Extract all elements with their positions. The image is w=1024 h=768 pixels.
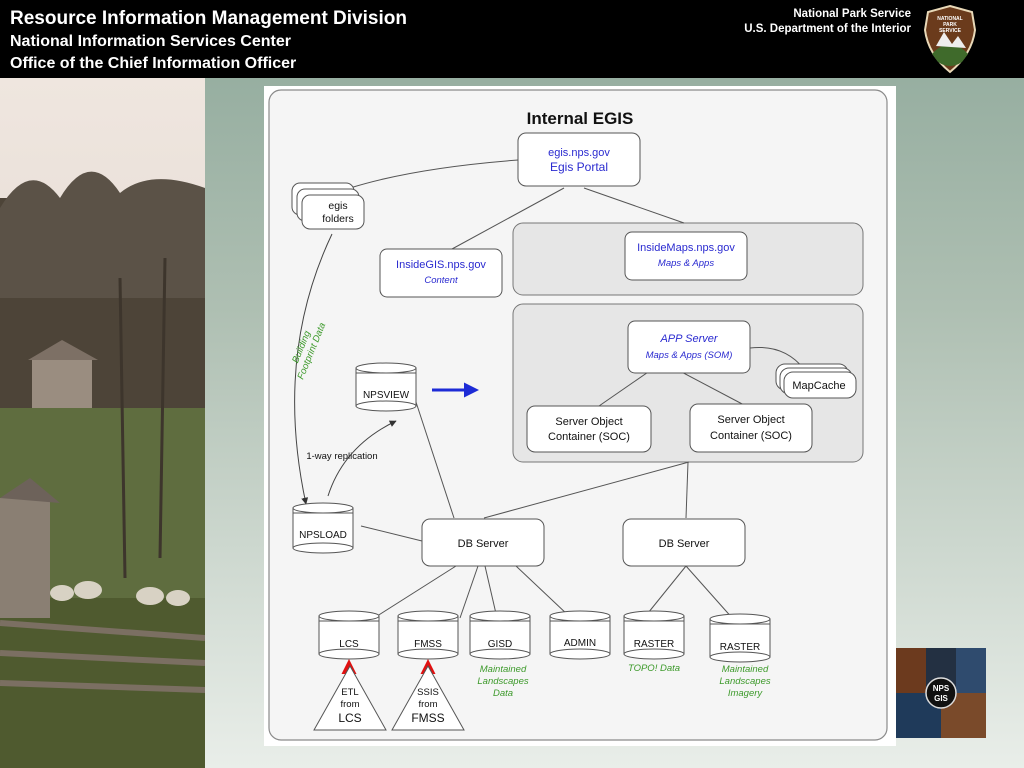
egis-folders-node: egis folders [291, 182, 365, 230]
egis-diagram: Internal EGIS egis folders egis.nps.gov … [264, 86, 896, 746]
insidemaps-sub: Maps & Apps [658, 258, 714, 269]
admin-db: ADMIN [549, 610, 611, 660]
maintained-imagery-line3: Imagery [728, 688, 764, 699]
portal-url: egis.nps.gov [548, 147, 610, 159]
thumb-text-2: GIS [934, 694, 948, 703]
etl-line2: from [341, 699, 360, 710]
fmss-db: FMSS [397, 610, 459, 660]
maintained-data-line3: Data [493, 688, 513, 699]
maintained-data-line2: Landscapes [477, 676, 528, 687]
ssis-line3: FMSS [411, 711, 444, 725]
maintained-imagery-line2: Landscapes [719, 676, 770, 687]
maintained-imagery-note: Maintained Landscapes Imagery [719, 664, 770, 699]
diagram-title: Internal EGIS [527, 109, 634, 128]
egis-folders-line1: egis [328, 200, 347, 212]
maintained-data-line1: Maintained [480, 664, 527, 675]
bare-trees [118, 257, 167, 579]
department-name: U.S. Department of the Interior [744, 23, 911, 35]
insidemaps-node: InsideMaps.nps.gov Maps & Apps [624, 231, 748, 281]
bison-photo [896, 648, 926, 693]
insidegis-sub: Content [424, 275, 458, 286]
lcs-db: LCS [318, 610, 380, 660]
insidegis-url: InsideGIS.nps.gov [396, 259, 486, 271]
ssis-triangle: SSIS from FMSS [391, 664, 465, 731]
center-title: National Information Services Center [10, 33, 291, 50]
insidegis-node: InsideGIS.nps.gov Content [379, 248, 503, 298]
egis-diagram-canvas: Internal EGIS egis folders egis.nps.gov … [268, 89, 888, 741]
soc1-line2: Container (SOC) [548, 431, 630, 443]
barn-shape [0, 498, 50, 618]
thumb-text-1: NPS [933, 684, 950, 693]
app-server-label: APP Server [659, 333, 718, 345]
badge-text-1: NATIONAL [937, 16, 962, 22]
maintained-imagery-line1: Maintained [722, 664, 769, 675]
raster1-label: RASTER [634, 639, 675, 650]
gisd-db: GISD [469, 610, 531, 660]
soc1-line1: Server Object [555, 416, 622, 428]
replication-label: 1-way replication [306, 451, 377, 462]
nps-gis-thumbnail: NPS GIS [896, 648, 986, 738]
maintained-data-note: Maintained Landscapes Data [477, 664, 528, 699]
badge-text-2: PARK [943, 22, 957, 28]
soc2-line1: Server Object [717, 414, 784, 426]
npsload-db: NPSLOAD [292, 502, 354, 554]
portal-label: Egis Portal [550, 160, 608, 174]
badge-text-3: SERVICE [939, 28, 962, 34]
office-title: Office of the Chief Information Officer [10, 55, 297, 72]
soc-node-1: Server Object Container (SOC) [526, 405, 652, 453]
db-server-2-label: DB Server [659, 538, 710, 550]
replication-arrow [327, 420, 397, 497]
npsview-label: NPSVIEW [363, 390, 410, 401]
ssis-line2: from [419, 699, 438, 710]
sheep-flock [50, 581, 190, 606]
etl-triangle: ETL from LCS [313, 664, 387, 731]
npsload-label: NPSLOAD [299, 530, 347, 541]
etl-line3: LCS [338, 711, 361, 725]
soc-node-2: Server Object Container (SOC) [689, 403, 813, 453]
division-title: Resource Information Management Division [10, 8, 407, 29]
egis-folders-line2: folders [322, 213, 354, 225]
npsview-db: NPSVIEW [355, 362, 417, 412]
etl-line1: ETL [341, 687, 358, 698]
mapcache-node: MapCache [775, 363, 857, 399]
connector-lines [349, 159, 805, 621]
lighthouse-photo [956, 648, 986, 693]
raster-db-1: RASTER [623, 610, 685, 660]
nps-gis-seal [925, 677, 957, 709]
nps-arrowhead-logo: NATIONAL PARK SERVICE [923, 4, 977, 74]
gisd-label: GISD [488, 639, 512, 650]
app-server-sub: Maps & Apps (SOM) [646, 350, 733, 361]
mapcache-label: MapCache [792, 380, 845, 392]
header-bar: Resource Information Management Division… [0, 0, 1024, 78]
ssis-line1: SSIS [417, 687, 439, 698]
lcs-label: LCS [339, 639, 359, 650]
footprint-arrow [294, 233, 333, 505]
fmss-label: FMSS [414, 639, 442, 650]
raster2-label: RASTER [720, 642, 761, 653]
admin-label: ADMIN [564, 638, 596, 649]
db-server-node-1: DB Server [421, 518, 545, 567]
soc2-line2: Container (SOC) [710, 430, 792, 442]
insidemaps-url: InsideMaps.nps.gov [637, 242, 735, 254]
app-server-node: APP Server Maps & Apps (SOM) [627, 320, 751, 374]
topo-note: TOPO! Data [628, 663, 680, 674]
db-server-1-label: DB Server [458, 538, 509, 550]
farm-photo [0, 78, 205, 768]
rail-fence [0, 620, 205, 693]
cabin-shape [32, 358, 92, 408]
raster-db-2: RASTER [709, 613, 771, 663]
agency-name: National Park Service [793, 8, 911, 20]
db-server-node-2: DB Server [622, 518, 746, 567]
egis-portal-node: egis.nps.gov Egis Portal [517, 132, 641, 187]
